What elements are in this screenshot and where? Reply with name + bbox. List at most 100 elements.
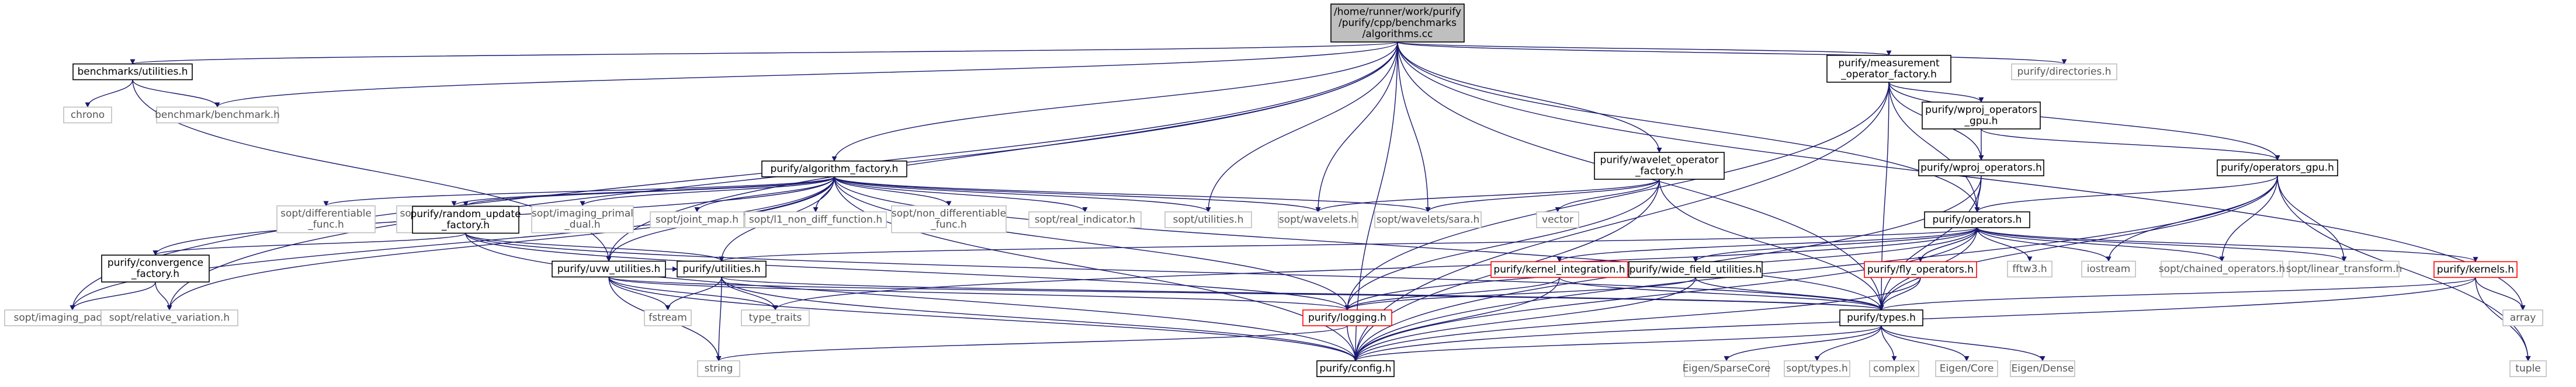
node-tup[interactable]: tuple [2509, 360, 2547, 377]
node-ndf[interactable]: sopt/non_differentiable_func.h [891, 205, 1007, 233]
edge-root-to-af [831, 41, 1398, 162]
node-label: array [2510, 312, 2536, 324]
node-label: fftw3.h [2012, 263, 2047, 275]
node-fly[interactable]: purify/fly_operators.h [1864, 261, 1977, 278]
node-label: purify/measurement [1838, 57, 1940, 69]
node-ed[interactable]: Eigen/Dense [2010, 360, 2075, 377]
edge-root-to-sw [1315, 41, 1398, 212]
edge-root-to-wof [1397, 41, 1662, 153]
node-label: Eigen/Core [1940, 363, 1994, 375]
node-label: Eigen/SparseCore [1683, 363, 1771, 375]
node-label: sopt/imaging_primal [532, 208, 633, 219]
node-sw[interactable]: sopt/wavelets.h [1278, 211, 1358, 228]
node-lg[interactable]: purify/logging.h [1302, 309, 1392, 326]
node-ker[interactable]: purify/kernels.h [2433, 261, 2518, 278]
node-ki[interactable]: purify/kernel_integration.h [1490, 261, 1628, 278]
node-jm[interactable]: sopt/joint_map.h [650, 211, 744, 228]
node-meas[interactable]: purify/measurement_operator_factory.h [1826, 54, 1951, 83]
node-label: purify/kernel_integration.h [1493, 264, 1625, 276]
edge-wp-to-ty [1878, 176, 1982, 311]
node-af[interactable]: purify/algorithm_factory.h [761, 161, 907, 177]
node-fs[interactable]: fstream [644, 309, 692, 326]
edge-ker-to-ty [1878, 277, 2476, 311]
node-label: benchmarks/utilities.h [77, 66, 188, 78]
node-label: _func.h [930, 219, 967, 231]
edge-meas-to-og [1888, 82, 2280, 161]
edge-af-to-pdf [323, 176, 835, 207]
node-cpx[interactable]: complex [1869, 360, 1919, 377]
node-tt[interactable]: type_traits [741, 309, 810, 326]
node-pdf[interactable]: sopt/differentiable_func.h [276, 205, 376, 233]
node-wof[interactable]: purify/wavelet_operator_factory.h [1594, 152, 1725, 180]
node-label: _gpu.h [1964, 115, 1998, 127]
node-bb[interactable]: benchmark/benchmark.h [155, 106, 280, 124]
node-str[interactable]: string [697, 360, 740, 377]
node-cfg[interactable]: purify/config.h [1316, 360, 1395, 377]
edge-ut-to-ty [721, 276, 1884, 311]
edge-cf-to-rv [155, 282, 172, 311]
edge-meas-to-ops [1888, 82, 1980, 212]
node-stypes[interactable]: sopt/types.h [1784, 360, 1850, 377]
node-ec[interactable]: Eigen/Core [1935, 360, 1998, 377]
dependency-edges [70, 41, 2531, 362]
node-rv[interactable]: sopt/relative_variation.h [100, 309, 238, 326]
edge-af-to-ifb [451, 176, 835, 207]
node-chrono[interactable]: chrono [63, 106, 112, 124]
edge-root-to-meas [1397, 41, 1891, 56]
node-label: purify/wide_field_utilities.h [1629, 264, 1762, 276]
edge-ty-to-esc [1724, 325, 1882, 362]
node-uvw[interactable]: purify/uvw_utilities.h [552, 260, 666, 278]
node-arr[interactable]: array [2502, 309, 2543, 326]
node-box [2502, 309, 2543, 326]
node-box [1536, 211, 1579, 228]
node-label: purify/kernels.h [2437, 264, 2514, 276]
node-root[interactable]: /home/runner/work/purify/purify/cpp/benc… [1330, 4, 1465, 43]
node-og[interactable]: purify/operators_gpu.h [2217, 159, 2338, 176]
node-dirs[interactable]: purify/directories.h [2011, 63, 2117, 81]
edge-ops-to-slt [1977, 227, 2347, 262]
node-label: purify/algorithm_factory.h [771, 163, 899, 175]
node-box [744, 211, 887, 228]
node-fftw[interactable]: fftw3.h [2007, 260, 2053, 278]
node-label: sopt/linear_transform.h [2286, 263, 2402, 275]
node-label: string [705, 363, 733, 375]
edge-og-to-ops [1974, 175, 2278, 212]
node-wpg[interactable]: purify/wproj_operators_gpu.h [1922, 102, 2041, 130]
node-bu[interactable]: benchmarks/utilities.h [72, 63, 193, 81]
node-vec[interactable]: vector [1536, 211, 1579, 228]
node-ri[interactable]: sopt/real_indicator.h [1028, 211, 1142, 228]
edge-af-to-lg [834, 176, 1350, 311]
node-ops[interactable]: purify/operators.h [1924, 211, 2030, 228]
node-box [1594, 152, 1725, 180]
node-ty[interactable]: purify/types.h [1839, 309, 1923, 326]
edge-af-to-ip [70, 176, 835, 311]
node-sws[interactable]: sopt/wavelets/sara.h [1374, 211, 1482, 228]
node-box [1864, 261, 1977, 278]
node-box [2011, 63, 2117, 81]
node-label: benchmark/benchmark.h [155, 109, 280, 121]
node-su[interactable]: sopt/utilities.h [1164, 211, 1252, 228]
node-label: iostream [2087, 263, 2131, 275]
node-label: sopt/real_indicator.h [1035, 214, 1136, 225]
node-ipd[interactable]: sopt/imaging_primal_dual.h [531, 205, 634, 233]
edge-meas-to-lg [1344, 82, 1889, 311]
edge-ty-to-cfg [1353, 325, 1882, 362]
node-ut[interactable]: purify/utilities.h [677, 260, 767, 278]
node-ruf[interactable]: purify/random_update_factory.h [410, 205, 521, 234]
node-cf[interactable]: purify/convergence_factory.h [101, 254, 210, 283]
edge-af-to-ipd [580, 176, 835, 207]
node-wfu[interactable]: purify/wide_field_utilities.h [1628, 261, 1763, 278]
node-box [1924, 211, 2030, 228]
node-box [276, 205, 376, 233]
node-label: purify/operators.h [1933, 214, 2022, 225]
edge-bu-to-bb [132, 79, 220, 108]
node-esc[interactable]: Eigen/SparseCore [1683, 360, 1771, 377]
node-label: sopt/wavelets.h [1279, 214, 1357, 225]
node-l1[interactable]: sopt/l1_non_diff_function.h [744, 211, 887, 228]
edge-root-to-sws [1397, 41, 1431, 212]
node-sco[interactable]: sopt/chained_operators.h [2159, 260, 2285, 278]
node-ios[interactable]: iostream [2081, 260, 2136, 278]
edge-root-to-ops [1397, 41, 1980, 212]
node-slt[interactable]: sopt/linear_transform.h [2286, 260, 2402, 278]
node-wp[interactable]: purify/wproj_operators.h [1918, 159, 2044, 176]
